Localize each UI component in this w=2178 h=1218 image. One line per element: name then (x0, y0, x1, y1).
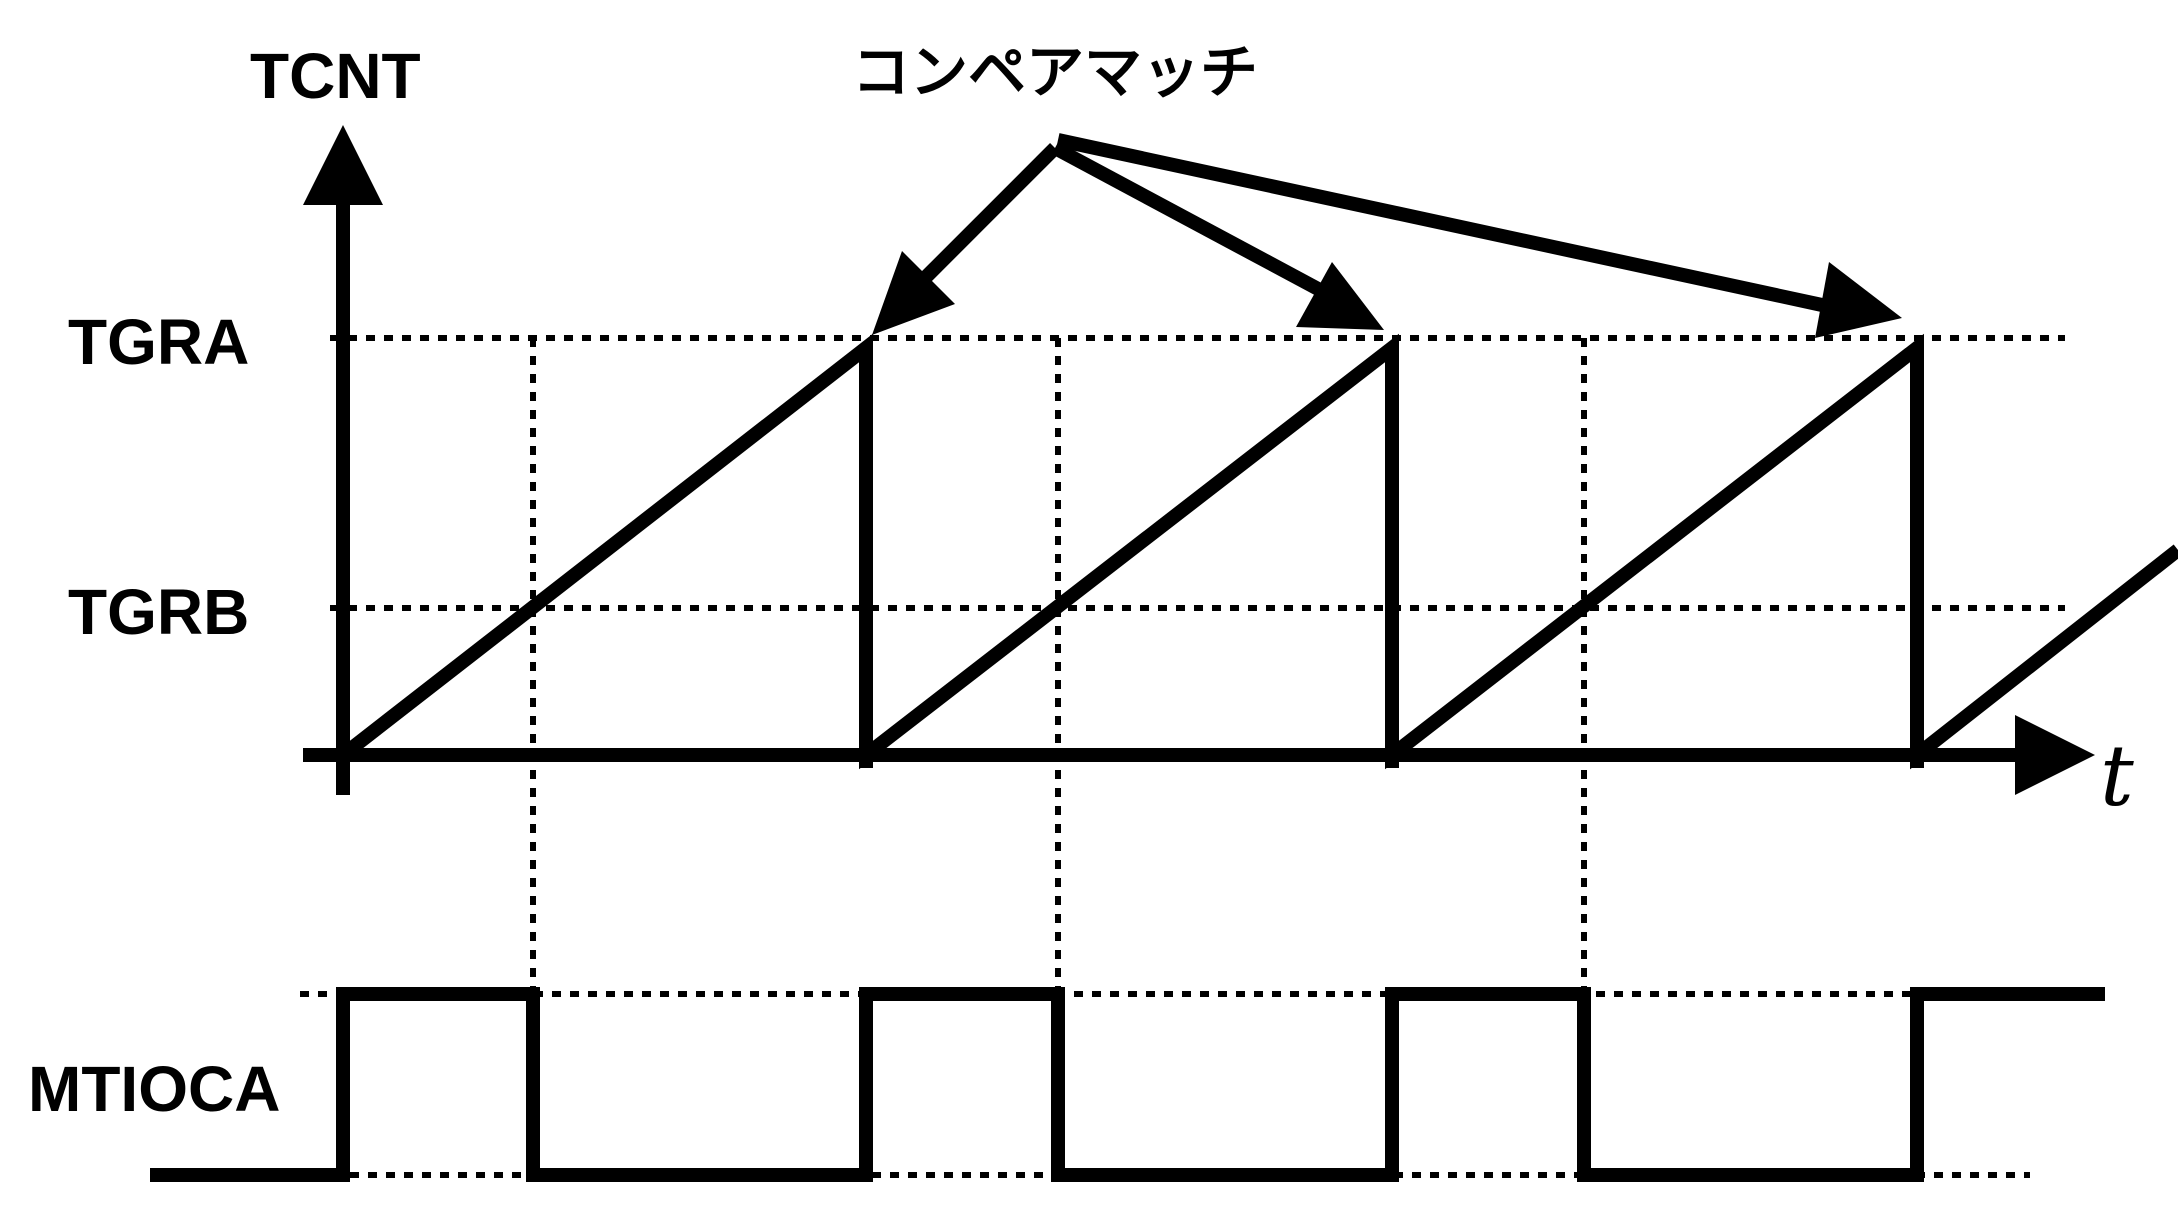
compare-match-arrowhead-2 (1296, 262, 1384, 330)
compare-match-arrow-3 (1056, 133, 1824, 312)
time-axis-label: t (2100, 727, 2134, 825)
compare-match-arrow-2 (1051, 141, 1324, 297)
mtioca-waveform (150, 987, 2105, 1182)
tcnt-label: TCNT (250, 40, 421, 112)
mtioca-label: MTIOCA (28, 1053, 280, 1125)
time-axis-arrowhead (2015, 715, 2095, 795)
tgra-label: TGRA (68, 306, 249, 378)
tgrb-label: TGRB (68, 576, 249, 648)
tcnt-axis-arrowhead (303, 125, 383, 205)
tcnt-sawtooth (338, 333, 2178, 770)
compare-match-arrowhead-1 (872, 251, 955, 335)
compare-match-arrow-1 (915, 143, 1060, 288)
compare-match-arrowhead-3 (1815, 262, 1902, 338)
compare-match-label: コンペアマッチ (852, 38, 1258, 106)
